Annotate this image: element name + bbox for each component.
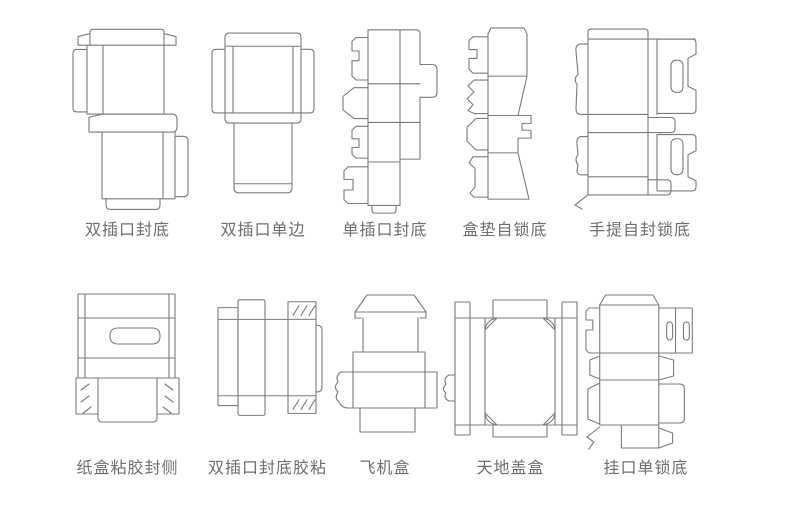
dieline-label: 单插口封底	[342, 222, 428, 239]
insert-self-lock-bottom-diagram	[466, 27, 532, 200]
dieline-label: 天地盖盒	[476, 460, 545, 477]
dieline-label: 挂口单锁底	[603, 460, 689, 477]
dieline-label: 盒垫自锁底	[462, 222, 548, 239]
dieline-label: 双插口封底	[84, 222, 170, 239]
dieline-cell-hang-tab-single-lock-bottom: 挂口单锁底	[582, 290, 710, 478]
dieline-cell-glue-side-seal-carton: 纸盒粘胶封侧	[60, 290, 195, 478]
double-tuck-seal-bottom-diagram	[72, 28, 189, 210]
dieline-cell-double-tuck-seal-bottom-glued: 双插口封底胶粘	[205, 290, 330, 478]
mailer-box-diagram	[334, 294, 438, 433]
dieline-cell-handle-self-lock-bottom: 手提自封锁底	[565, 24, 715, 240]
double-tuck-seal-bottom-glued-diagram	[216, 299, 323, 416]
dieline-label: 双插口单边	[220, 222, 306, 239]
dieline-cell-double-tuck-seal-bottom: 双插口封底	[60, 24, 195, 240]
dieline-cell-single-tuck-seal-bottom: 单插口封底	[326, 24, 444, 240]
lid-and-base-box-diagram	[442, 299, 578, 438]
glue-side-seal-carton-diagram	[75, 293, 180, 423]
dieline-label: 手提自封锁底	[588, 222, 691, 239]
hang-tab-single-lock-bottom-diagram	[585, 294, 693, 450]
single-tuck-seal-bottom-diagram	[341, 29, 438, 214]
dieline-cell-double-tuck-single-side: 双插口单边	[202, 24, 324, 240]
double-tuck-single-side-diagram	[211, 32, 315, 194]
dieline-cell-insert-self-lock-bottom: 盒垫自锁底	[455, 24, 555, 240]
dieline-label: 双插口封底胶粘	[207, 460, 327, 477]
handle-self-lock-bottom-diagram	[574, 28, 697, 210]
dieline-cell-lid-and-base-box: 天地盖盒	[437, 290, 584, 478]
dieline-label: 纸盒粘胶封侧	[76, 460, 179, 477]
dieline-cell-mailer-box: 飞机盒	[330, 290, 440, 478]
dieline-label: 飞机盒	[359, 460, 411, 477]
